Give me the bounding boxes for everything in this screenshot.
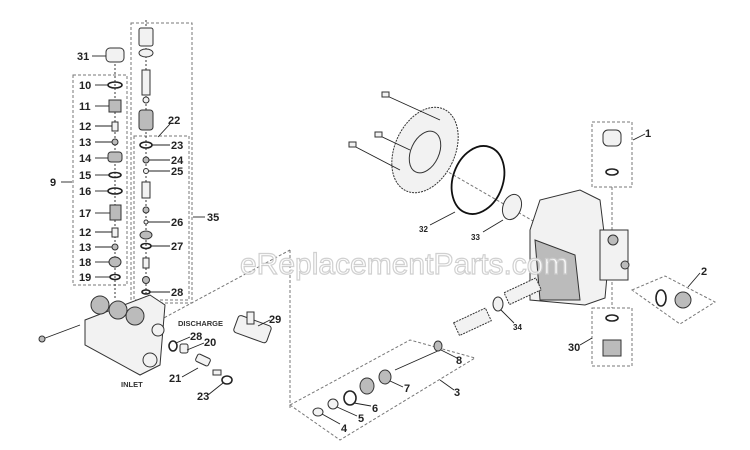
inlet-label: INLET (121, 380, 143, 389)
group-35-box (133, 135, 190, 301)
callout-9: 9 (50, 177, 56, 189)
callout-16: 16 (79, 186, 91, 198)
callout-35: 35 (207, 212, 219, 224)
callout-12b: 12 (79, 227, 91, 239)
callout-17: 17 (79, 208, 91, 220)
group-9-box (72, 74, 128, 286)
callout-21: 21 (169, 373, 181, 385)
flange (348, 91, 459, 194)
callout-32: 32 (419, 225, 428, 234)
callout-28: 28 (171, 287, 183, 299)
discharge-label: DISCHARGE (178, 319, 223, 328)
callout-4: 4 (341, 423, 348, 435)
callout-30: 30 (568, 342, 580, 354)
callout-23b: 23 (197, 391, 209, 403)
pump-crankcase (529, 189, 630, 306)
callout-26: 26 (171, 217, 183, 229)
callout-20: 20 (204, 337, 216, 349)
callout-10: 10 (79, 80, 91, 92)
callout-31: 31 (77, 51, 89, 63)
discharge-parts (168, 340, 233, 385)
callout-29: 29 (269, 314, 281, 326)
plunger-assembly (312, 277, 542, 417)
callout-12: 12 (79, 121, 91, 133)
callout-2: 2 (701, 266, 707, 278)
callout-24: 24 (171, 155, 184, 167)
callout-7: 7 (404, 383, 410, 395)
part-2-plug (674, 291, 692, 309)
part-30-plug (602, 339, 622, 357)
part-29-tee (233, 311, 272, 344)
callout-18: 18 (79, 257, 91, 269)
callout-33: 33 (471, 233, 480, 242)
part-1-plug (602, 129, 622, 147)
callout-13: 13 (79, 137, 91, 149)
callout-numbers: 31 10 11 12 13 14 15 16 17 12 13 18 19 9… (50, 51, 707, 435)
callout-13b: 13 (79, 242, 91, 254)
callout-14: 14 (79, 153, 92, 165)
part-33-seal (501, 193, 523, 221)
group-2-box (630, 275, 717, 325)
callout-6: 6 (372, 403, 378, 415)
callout-15: 15 (79, 170, 91, 182)
part-32-oring (450, 145, 506, 215)
callout-5: 5 (358, 413, 364, 425)
callout-34: 34 (513, 323, 522, 332)
leader-lines (61, 55, 701, 425)
callout-28b: 28 (190, 331, 202, 343)
group-3-box (289, 339, 477, 441)
callout-11: 11 (79, 101, 91, 113)
callout-23: 23 (171, 140, 183, 152)
group-30-box (591, 307, 633, 367)
callout-22: 22 (168, 115, 180, 127)
callout-1: 1 (645, 128, 651, 140)
manifold (38, 294, 166, 376)
callout-27: 27 (171, 241, 183, 253)
callout-25: 25 (171, 166, 183, 178)
unloader-valve-parts (138, 20, 154, 300)
callout-19: 19 (79, 272, 91, 284)
callout-8: 8 (456, 355, 462, 367)
callout-3: 3 (454, 387, 460, 399)
watermark: eReplacementParts.com (240, 248, 568, 281)
valve-stack-parts (105, 47, 125, 300)
